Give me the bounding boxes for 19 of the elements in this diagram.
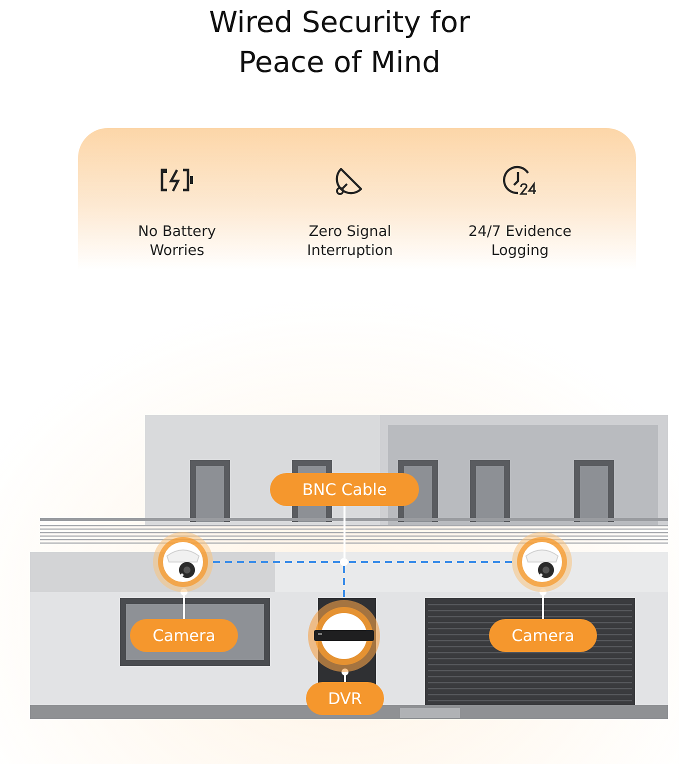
feature-label: No Battery Worries (137, 223, 217, 261)
cable-line (213, 561, 340, 563)
leader-line (180, 588, 188, 619)
feature-label: 24/7 Evidence Logging (467, 223, 573, 261)
dome-camera-drawing (512, 532, 572, 592)
leader-line (342, 668, 348, 682)
leader-line (540, 588, 546, 619)
feature-label: Zero Signal Interruption (306, 223, 394, 261)
junction-dot (340, 558, 348, 566)
callout-label: DVR (306, 682, 384, 715)
cable-line (343, 566, 345, 600)
callout-label: BNC Cable (270, 473, 419, 506)
cable-line (348, 561, 512, 563)
title: Wired Security for Peace of Mind (208, 4, 472, 81)
dome-camera-drawing (153, 532, 213, 592)
callout-label: Camera (489, 619, 597, 652)
video-recorder-drawing (308, 600, 380, 672)
callout-label: Camera (130, 619, 238, 652)
leader-line (344, 506, 346, 558)
